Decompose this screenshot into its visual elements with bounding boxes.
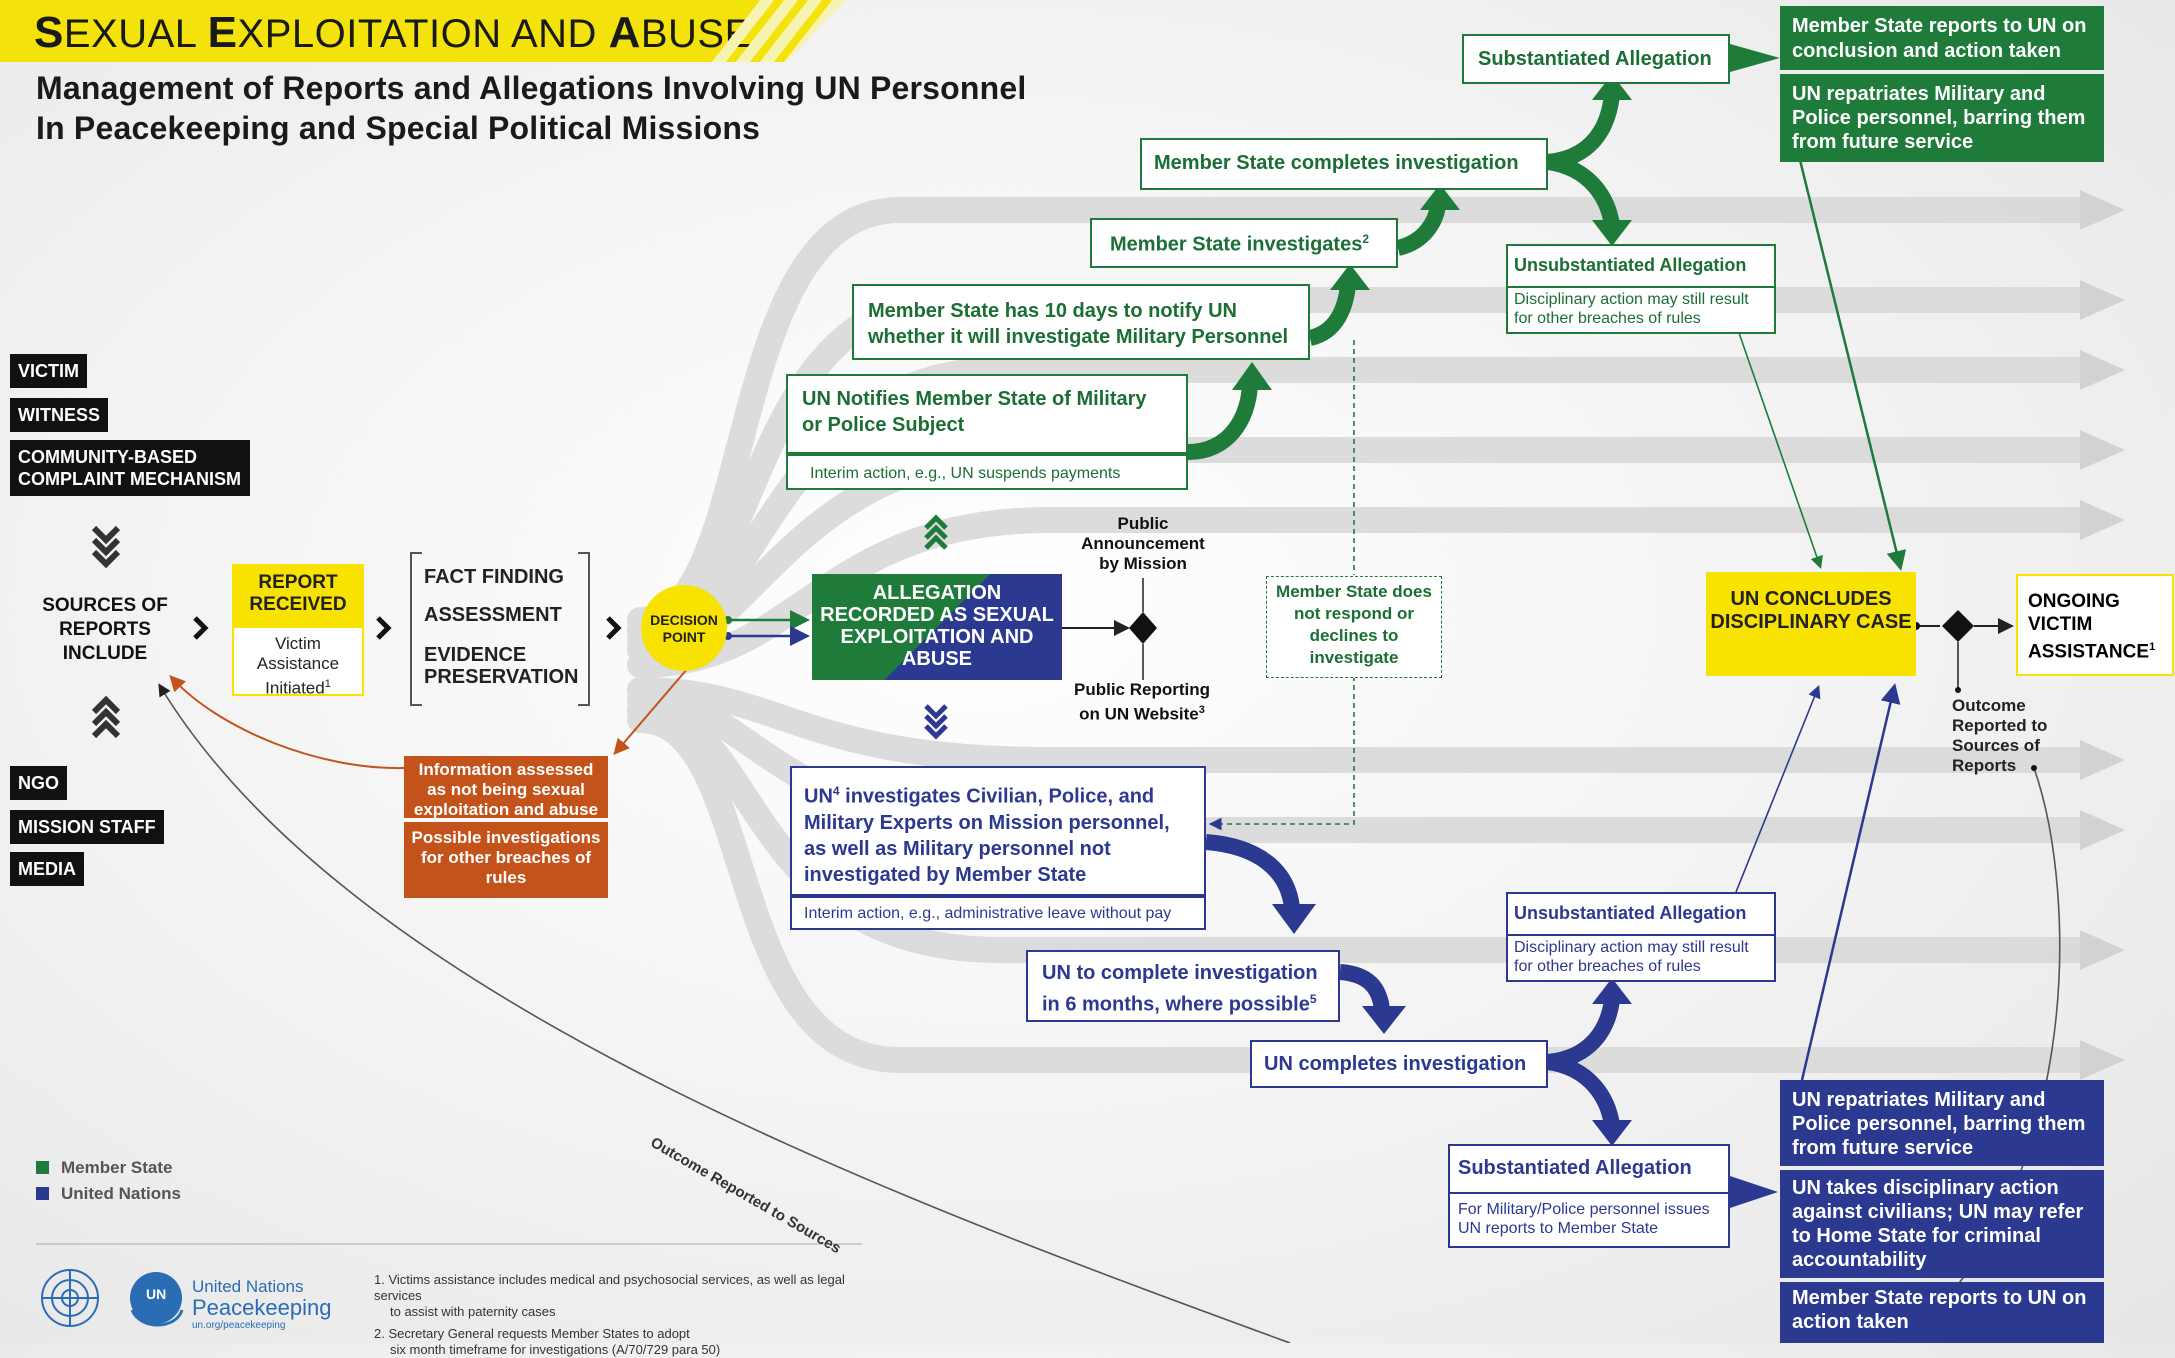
public-announcement: Public Announcement by Mission	[1081, 514, 1205, 573]
footnotes: 1. Victims assistance includes medical a…	[374, 1272, 845, 1357]
un-substantiated: Substantiated Allegation	[1448, 1144, 1730, 1194]
page-title: SEXUAL EXPLOITATION AND ABUSE	[34, 8, 752, 57]
un-investigates: UN4 investigates Civilian, Police, and M…	[790, 766, 1206, 896]
step-evidence: EVIDENCE PRESERVATION	[424, 644, 579, 688]
un-out-repatriates: UN repatriates Military and Police perso…	[1780, 1080, 2104, 1166]
ms-declines: Member State does not respond or decline…	[1266, 576, 1442, 678]
ms-substantiated: Substantiated Allegation	[1462, 34, 1730, 84]
ms-notify-interim: Interim action, e.g., UN suspends paymen…	[786, 454, 1188, 490]
un-logo-text: UN	[146, 1286, 167, 1302]
ms-out-reports: Member State reports to UN on conclusion…	[1780, 6, 2104, 70]
info-other-breaches: Possible investigations for other breach…	[404, 822, 608, 898]
un-sub-note: For Military/Police personnel issues UN …	[1448, 1192, 1730, 1248]
public-reporting: Public Reporting on UN Website3	[1074, 680, 1210, 724]
source-community: COMMUNITY-BASED COMPLAINT MECHANISM	[10, 440, 250, 496]
un-emblem-icon	[41, 1269, 99, 1327]
ms-notify: UN Notifies Member State of Military or …	[786, 374, 1188, 454]
un-unsubstantiated: Unsubstantiated Allegation	[1506, 892, 1776, 936]
step-assessment: ASSESSMENT	[424, 604, 562, 626]
source-ngo: NGO	[10, 766, 68, 800]
un-completes: UN completes investigation	[1250, 1040, 1548, 1088]
ms-completes: Member State completes investigation	[1140, 138, 1548, 190]
un-interim: Interim action, e.g., administrative lea…	[790, 896, 1206, 930]
ongoing-victim-assistance: ONGOING VICTIM ASSISTANCE1	[2016, 574, 2174, 676]
peacekeeping-logo-icon	[130, 1272, 184, 1327]
peacekeeping-logo: United Nations Peacekeeping un.org/peace…	[192, 1277, 332, 1332]
report-received: REPORT RECEIVED	[232, 564, 364, 626]
legend-member-state: Member State	[36, 1158, 172, 1178]
source-witness: WITNESS	[10, 398, 109, 432]
ms-investigates: Member State investigates2	[1090, 218, 1398, 268]
source-victim: VICTIM	[10, 354, 87, 388]
un-out-discipline: UN takes disciplinary action against civ…	[1780, 1170, 2104, 1278]
source-media: MEDIA	[10, 852, 84, 886]
un-out-ms-reports: Member State reports to UN on action tak…	[1780, 1282, 2104, 1343]
steps-bracket-left	[410, 552, 422, 706]
ms-unsub-note: Disciplinary action may still result for…	[1506, 286, 1776, 334]
steps-bracket-right	[578, 552, 590, 706]
decision-point: DECISION POINT	[650, 612, 718, 645]
source-mission-staff: MISSION STAFF	[10, 810, 164, 844]
title-banner: SEXUAL EXPLOITATION AND ABUSE	[0, 0, 845, 62]
un-unsub-note: Disciplinary action may still result for…	[1506, 934, 1776, 982]
legend-united-nations: United Nations	[36, 1184, 181, 1204]
info-not-sea: Information assessed as not being sexual…	[404, 756, 608, 819]
step-fact-finding: FACT FINDING	[424, 566, 564, 588]
un-six-months: UN to complete investigation in 6 months…	[1026, 950, 1340, 1022]
page-subtitle: Management of Reports and Allegations In…	[36, 70, 1027, 146]
ms-out-repatriates: UN repatriates Military and Police perso…	[1780, 74, 2104, 162]
ms-ten-days: Member State has 10 days to notify UN wh…	[852, 284, 1310, 360]
outcome-reported: Outcome Reported to Sources of Reports	[1952, 696, 2048, 775]
un-concludes: UN CONCLUDES DISCIPLINARY CASE	[1706, 572, 1916, 676]
victim-assistance: Victim Assistance Initiated1	[232, 626, 364, 698]
sources-label: SOURCES OF REPORTS INCLUDE	[42, 595, 168, 664]
ms-unsubstantiated: Unsubstantiated Allegation	[1506, 244, 1776, 288]
allegation-recorded: ALLEGATION RECORDED AS SEXUAL EXPLOITATI…	[812, 574, 1062, 680]
